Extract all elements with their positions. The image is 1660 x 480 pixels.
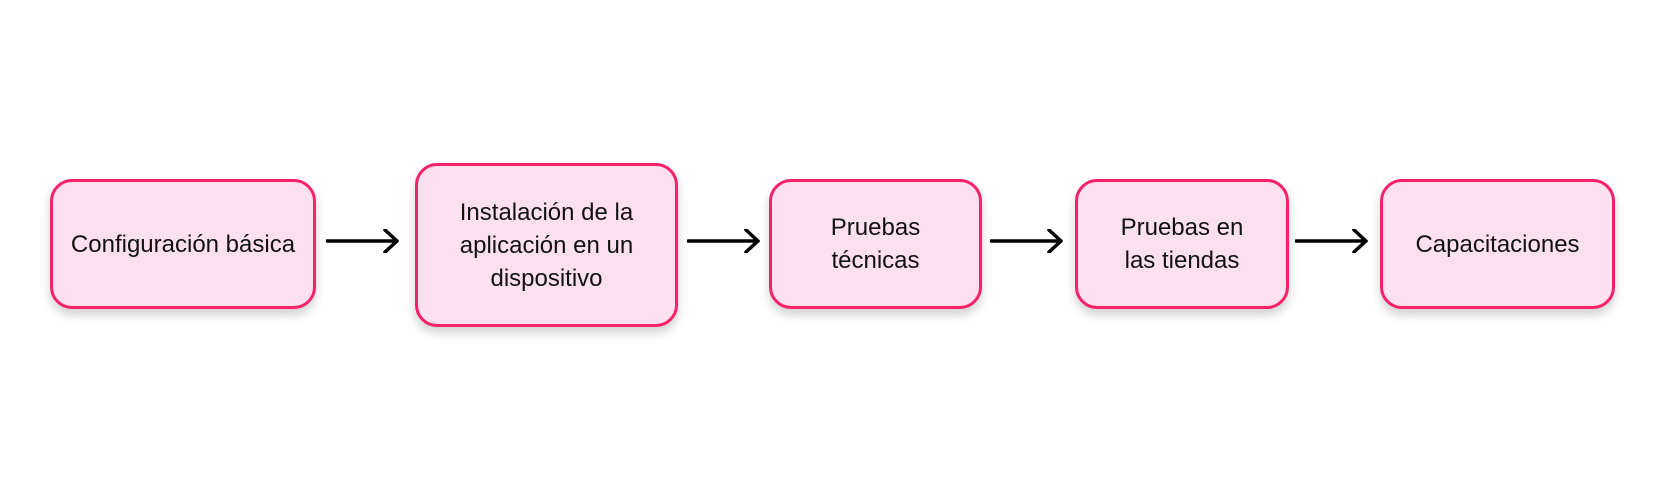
step-instalacion-aplicacion: Instalación de la aplicación en un dispo… bbox=[415, 163, 678, 327]
step-capacitaciones: Capacitaciones bbox=[1380, 179, 1615, 309]
arrow-icon bbox=[990, 229, 1063, 253]
step-pruebas-tiendas: Pruebas en las tiendas bbox=[1075, 179, 1289, 309]
step-label: Pruebas en las tiendas bbox=[1120, 214, 1244, 274]
step-label: Capacitaciones bbox=[1415, 230, 1580, 258]
step-configuracion-basica: Configuración básica bbox=[50, 179, 316, 309]
arrow-icon bbox=[326, 229, 399, 253]
step-label: Pruebas técnicas bbox=[830, 214, 921, 274]
arrow-icon bbox=[1295, 229, 1368, 253]
step-pruebas-tecnicas: Pruebas técnicas bbox=[769, 179, 982, 309]
arrow-icon bbox=[687, 229, 760, 253]
step-label: Instalación de la aplicación en un dispo… bbox=[459, 198, 634, 292]
step-label: Configuración básica bbox=[70, 230, 296, 258]
